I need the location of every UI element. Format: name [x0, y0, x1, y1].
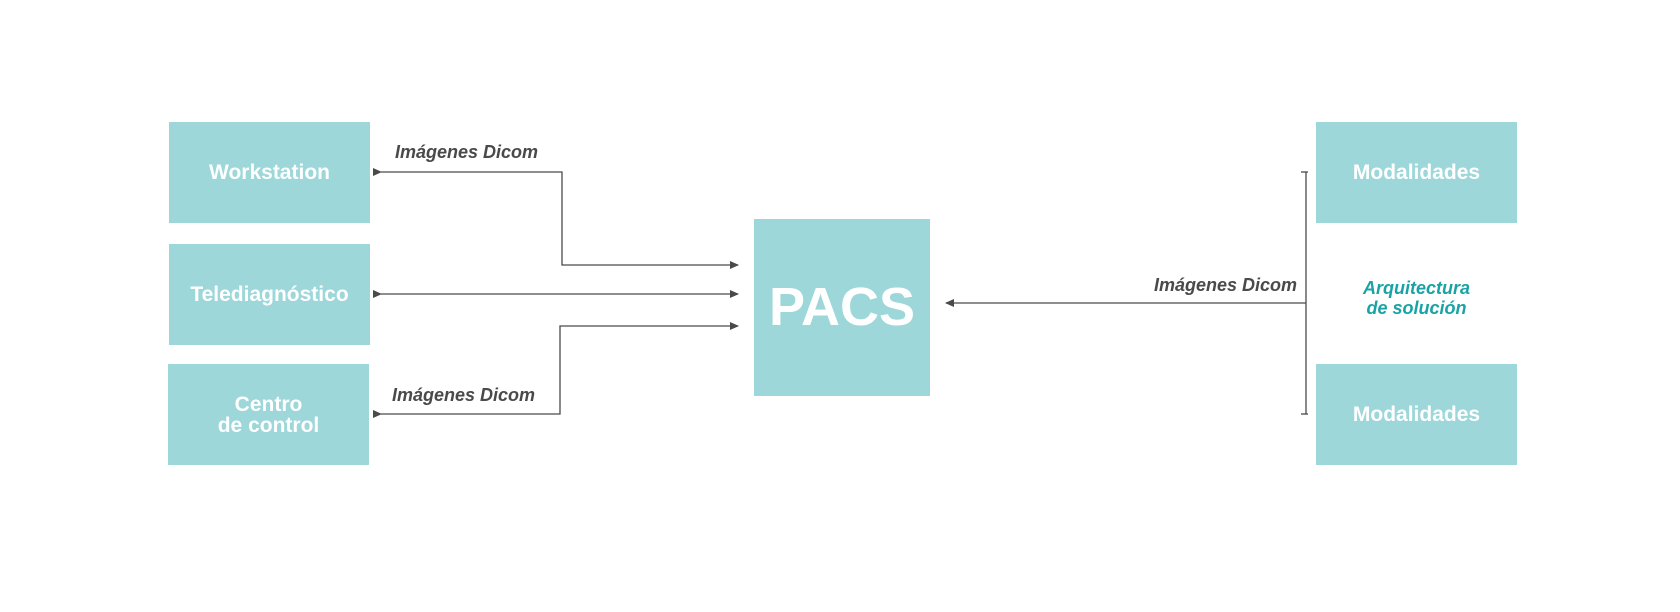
caption-line1: Arquitectura [1362, 278, 1470, 298]
modalidades-top-label: Modalidades [1352, 161, 1481, 184]
centro-pacs-connector [373, 322, 739, 418]
pacs-node: PACS [754, 219, 930, 396]
workstation-label: Workstation [209, 161, 330, 184]
modalidades-bottom-node: Modalidades [1316, 364, 1517, 465]
edge-label-right: Imágenes Dicom [1154, 275, 1298, 295]
modalidades-bottom-label: Modalidades [1352, 403, 1481, 426]
caption-line2: de solución [1366, 298, 1467, 318]
centro-label-line1: Centro [234, 392, 303, 416]
workstation-pacs-connector [373, 168, 739, 269]
architecture-caption: Arquitectura de solución [1316, 278, 1517, 318]
telediagnostico-node: Telediagnóstico [169, 244, 370, 345]
modalidades-top-node: Modalidades [1316, 122, 1517, 223]
edge-label-bottom-left: Imágenes Dicom [392, 385, 536, 405]
edge-label-top-left: Imágenes Dicom [395, 142, 539, 162]
telediagnostico-label: Telediagnóstico [190, 283, 349, 306]
centro-de-control-node: Centro de control [168, 364, 369, 465]
workstation-node: Workstation [169, 122, 370, 223]
pacs-label: PACS [768, 277, 916, 337]
centro-label-line2: de control [217, 413, 320, 437]
